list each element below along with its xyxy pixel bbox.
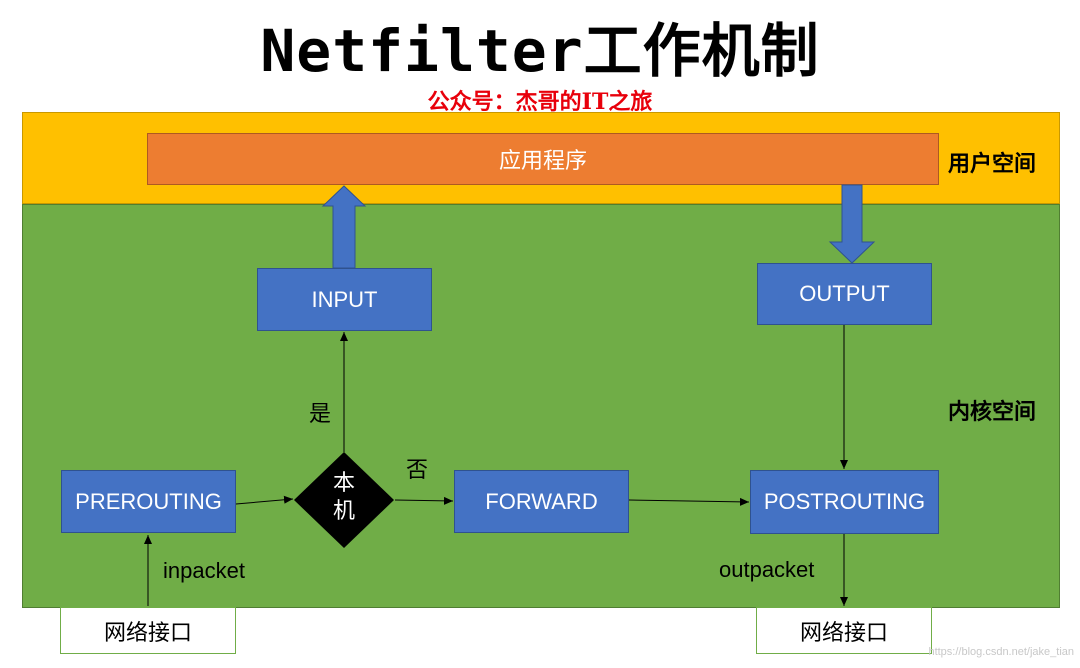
no-label: 否	[406, 458, 429, 483]
chain-output: OUTPUT	[757, 263, 932, 325]
chain-prerouting: PREROUTING	[61, 470, 236, 533]
kernel-space-label: 内核空间	[948, 400, 1037, 425]
user-space-label: 用户空间	[948, 152, 1037, 177]
page-title: Netfilter工作机制	[260, 17, 820, 85]
yes-label: 是	[309, 402, 332, 427]
page-subtitle: 公众号：杰哥的IT之旅	[427, 89, 653, 115]
chain-input: INPUT	[257, 268, 432, 331]
watermark: https://blog.csdn.net/jake_tian	[928, 646, 1074, 658]
application-bar: 应用程序	[147, 133, 939, 185]
arrow-forward-postrouting	[628, 497, 750, 506]
decision-label: 本 机	[332, 471, 355, 524]
interface-left: 网络接口	[60, 607, 236, 654]
block-arrow-up	[321, 185, 367, 269]
inpacket-label: inpacket	[163, 558, 245, 583]
arrow-prerouting-decision	[235, 495, 294, 505]
block-arrow-down	[828, 184, 876, 264]
outpacket-label: outpacket	[719, 557, 815, 582]
interface-right: 网络接口	[756, 607, 932, 654]
arrow-decision-forward	[394, 496, 454, 505]
decision-diamond	[294, 452, 394, 548]
chain-forward: FORWARD	[454, 470, 629, 533]
chain-postrouting: POSTROUTING	[750, 470, 939, 534]
